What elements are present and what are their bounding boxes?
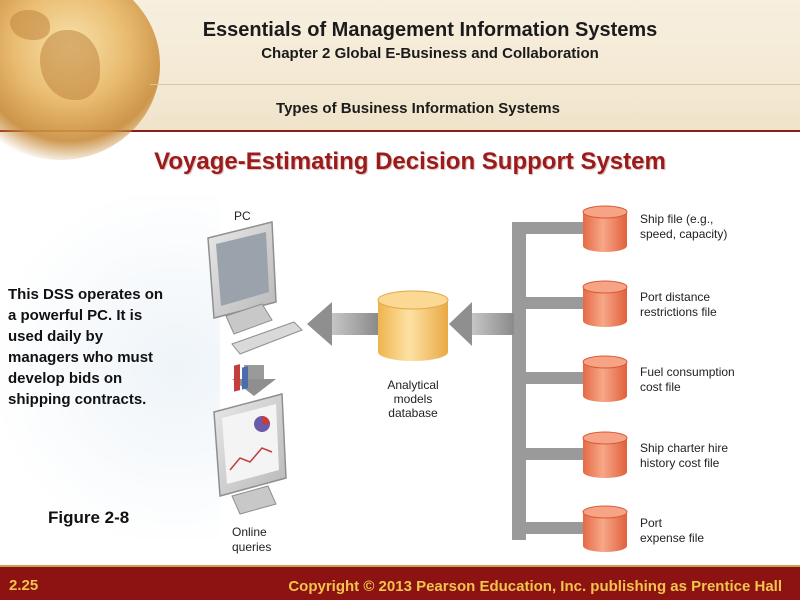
book-title: Essentials of Management Information Sys… (202, 19, 658, 41)
caption-line: This DSS operates on (8, 286, 164, 303)
arrow-to-pc (307, 302, 378, 346)
slide-title: Voyage-Estimating Decision Support Syste… (154, 148, 666, 175)
file-port-distance: Port distance restrictions file (582, 280, 717, 327)
file-label-line: Ship file (e.g., (640, 212, 713, 226)
database-label-line: Analytical (387, 378, 438, 392)
file-label-line: restrictions file (640, 305, 717, 319)
file-label-line: Fuel consumption (640, 365, 735, 379)
caption-line: a powerful PC. It is (8, 307, 143, 324)
slide-caption: This DSS operates on a powerful PC. It i… (8, 284, 198, 410)
file-label-line: Ship charter hire (640, 441, 728, 455)
footer-band (0, 567, 800, 600)
header-band: Essentials of Management Information Sys… (0, 0, 800, 160)
database-label-line: models (394, 392, 433, 406)
online-queries-monitor-icon (213, 364, 287, 515)
file-port-expense: Port expense file (582, 505, 704, 552)
file-label-line: expense file (640, 531, 704, 545)
file-label-line: Port distance (640, 290, 710, 304)
database-label-line: database (388, 406, 438, 420)
slide-number: 2.25 (9, 577, 39, 594)
pc-computer-icon (207, 221, 303, 355)
copyright-notice: Copyright © 2013 Pearson Education, Inc.… (288, 578, 782, 595)
figure-label: Figure 2-8 (48, 508, 130, 527)
caption-line: develop bids on (8, 370, 123, 387)
file-label-line: Port (640, 516, 663, 530)
background-glow (0, 195, 220, 540)
section-title: Types of Business Information Systems (276, 100, 560, 117)
caption-line: used daily by (8, 328, 104, 345)
caption-line: shipping contracts. (8, 391, 147, 408)
online-queries-label-line: Online (232, 525, 267, 539)
file-fuel-consumption: Fuel consumption cost file (582, 355, 735, 402)
chapter-title: Chapter 2 Global E-Business and Collabor… (261, 45, 599, 62)
file-label-line: speed, capacity) (640, 227, 727, 241)
arrow-to-database (449, 302, 514, 346)
file-ship: Ship file (e.g., speed, capacity) (582, 205, 727, 252)
header-divider (150, 84, 800, 85)
file-ship-charter: Ship charter hire history cost file (582, 431, 728, 478)
database-cylinder (377, 290, 449, 361)
file-label-line: history cost file (640, 456, 720, 470)
footer-divider (0, 565, 800, 567)
caption-line: managers who must (8, 349, 154, 366)
online-queries-label: Online queries (232, 525, 271, 554)
online-queries-label-line: queries (232, 540, 271, 554)
database-label: Analytical models database (387, 378, 438, 420)
pc-label: PC (234, 209, 251, 223)
connector-bus (512, 222, 584, 540)
file-label-line: cost file (640, 380, 681, 394)
